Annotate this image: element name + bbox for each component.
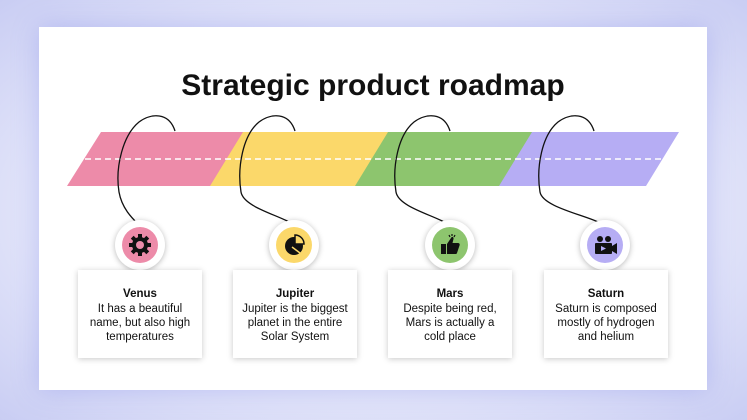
milestone-description: Jupiter is the biggest planet in the ent… xyxy=(242,303,348,343)
milestone-card-jupiter: Jupiter Jupiter is the biggest planet in… xyxy=(233,270,357,358)
milestone-card-venus: Venus It has a beautiful name, but also … xyxy=(78,270,202,358)
connector-venus xyxy=(117,115,176,227)
milestone-title: Jupiter xyxy=(275,288,315,300)
milestone-card-mars: Mars Despite being red, Mars is actually… xyxy=(388,270,512,358)
milestone-jupiter-badge xyxy=(269,220,319,270)
milestone-title: Venus xyxy=(123,288,157,300)
milestone-saturn-badge xyxy=(580,220,630,270)
milestone-description: It has a beautiful name, but also high t… xyxy=(89,303,191,343)
video-team-icon xyxy=(587,227,623,263)
connector-jupiter xyxy=(239,115,296,227)
milestone-title: Mars xyxy=(436,288,464,300)
milestone-title: Saturn xyxy=(587,288,625,300)
thumbs-up-icon xyxy=(432,227,468,263)
page-title: Strategic product roadmap xyxy=(181,69,565,102)
slide: Strategic product roadmap xyxy=(39,27,707,390)
connector-saturn xyxy=(538,115,605,227)
connector-mars xyxy=(394,115,451,227)
milestone-description: Saturn is composed mostly of hydrogen an… xyxy=(555,303,657,343)
gear-icon xyxy=(122,227,158,263)
milestone-venus-badge xyxy=(115,220,165,270)
milestone-mars-badge xyxy=(425,220,475,270)
roadmap-band xyxy=(67,115,679,227)
milestone-card-saturn: Saturn Saturn is composed mostly of hydr… xyxy=(544,270,668,358)
pie-chart-icon xyxy=(276,227,312,263)
milestone-description: Despite being red, Mars is actually a co… xyxy=(403,303,497,343)
